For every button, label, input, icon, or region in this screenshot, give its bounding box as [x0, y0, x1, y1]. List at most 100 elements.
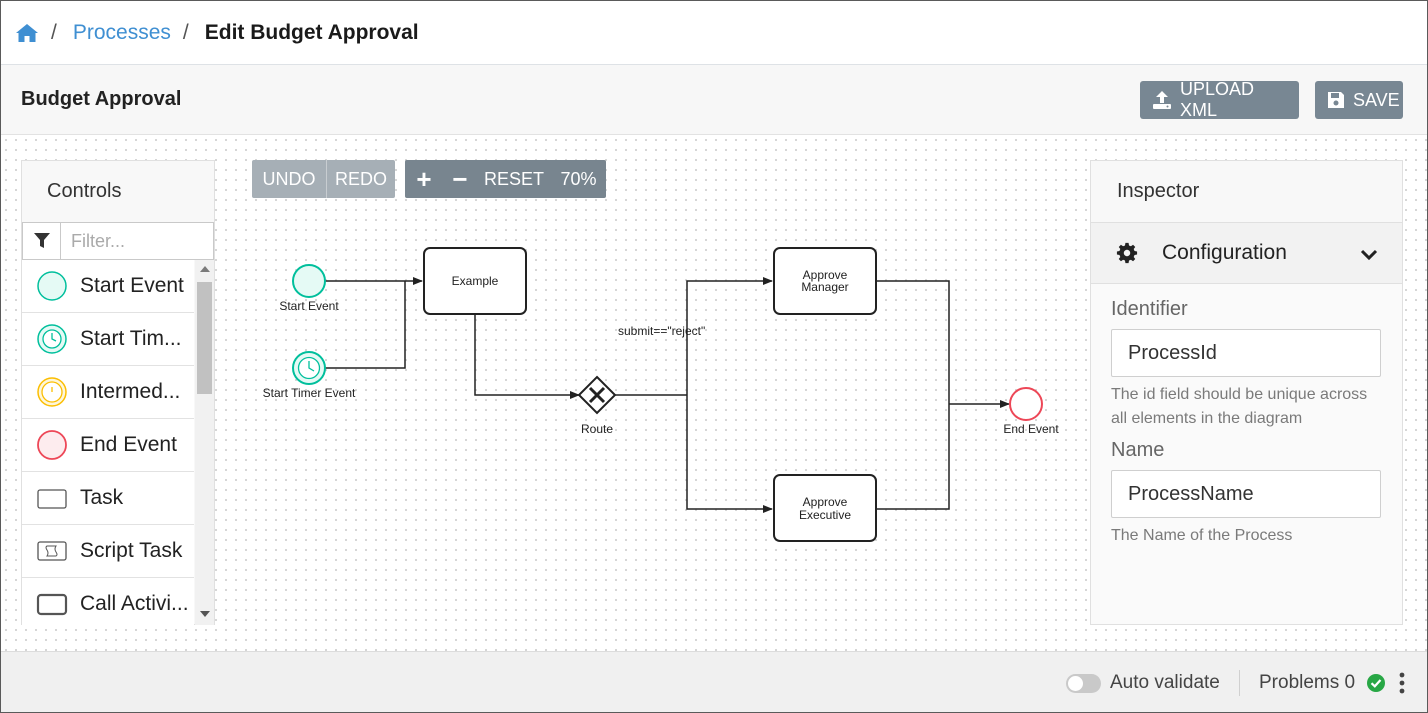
task-approve-manager-line2: Manager	[801, 280, 848, 294]
save-icon	[1327, 91, 1345, 109]
scroll-thumb[interactable]	[197, 282, 212, 394]
save-label: SAVE	[1353, 89, 1400, 110]
zoom-level: 70%	[560, 168, 597, 189]
home-icon[interactable]	[15, 23, 39, 43]
undo-button[interactable]: UNDO	[252, 160, 327, 198]
task-approve-manager-line1: Approve	[803, 268, 848, 282]
configuration-accordion[interactable]: Configuration	[1091, 223, 1402, 284]
page-title: Budget Approval	[21, 88, 182, 110]
title-bar: Budget Approval UPLOAD XML SAVE	[1, 65, 1427, 135]
control-item-label: Script Task	[80, 539, 183, 562]
start-timer-event-icon	[36, 323, 68, 355]
inspector-body: Identifier ProcessId The id field should…	[1091, 284, 1402, 624]
scroll-down-arrow[interactable]	[200, 611, 210, 617]
flow-manager-to-end[interactable]	[877, 280, 950, 404]
task-approve-executive-node[interactable]	[773, 474, 877, 542]
flow-timer-to-example[interactable]	[325, 281, 406, 369]
sequence-flows	[325, 277, 1010, 513]
control-item-task[interactable]: Task	[22, 472, 194, 525]
gear-icon	[1116, 242, 1138, 264]
start-event-icon	[36, 270, 68, 302]
more-options-icon[interactable]	[1398, 672, 1406, 699]
check-circle-icon	[1367, 674, 1385, 697]
control-item-start-timer-event[interactable]: Start Tim...	[22, 313, 194, 366]
redo-button[interactable]: REDO	[334, 168, 387, 189]
upload-xml-button[interactable]: UPLOAD XML	[1140, 79, 1299, 120]
bpmn-diagram: Start Event Start Timer Event Example Ro…	[263, 247, 1059, 542]
controls-title: Controls	[47, 179, 122, 202]
filter-box	[22, 222, 214, 260]
exclusive-gateway-node[interactable]	[577, 375, 617, 415]
control-item-end-event[interactable]: End Event	[22, 419, 194, 472]
control-item-label: Intermed...	[80, 380, 181, 403]
intermediate-event-icon	[36, 376, 68, 408]
breadcrumb-processes-link[interactable]: Processes	[72, 20, 171, 44]
scroll-up-arrow[interactable]	[200, 266, 210, 272]
end-event-node[interactable]	[1009, 387, 1043, 421]
configuration-label: Configuration	[1162, 241, 1287, 264]
end-event-label: End Event	[1003, 422, 1059, 436]
identifier-help: The id field should be unique across all…	[1111, 386, 1368, 427]
control-item-start-event[interactable]: Start Event	[22, 260, 194, 313]
identifier-input[interactable]: ProcessId	[1111, 329, 1381, 377]
zoom-in-button[interactable]: +	[416, 163, 432, 194]
start-timer-event-node[interactable]	[292, 351, 326, 385]
control-item-script-task[interactable]: Script Task	[22, 525, 194, 578]
control-item-label: Task	[80, 486, 124, 509]
start-event-node[interactable]	[292, 264, 326, 298]
breadcrumb: / Processes / Edit Budget Approval	[1, 1, 1427, 65]
status-divider	[1239, 670, 1240, 696]
controls-panel: Controls Start Event Sta	[21, 160, 215, 625]
chevron-down-icon[interactable]	[1360, 243, 1378, 267]
task-example-node[interactable]	[423, 247, 527, 315]
control-item-call-activity[interactable]: Call Activi...	[22, 578, 194, 625]
start-event-label: Start Event	[279, 299, 339, 313]
history-toolbar: UNDO REDO	[252, 160, 395, 198]
start-timer-event-label: Start Timer Event	[263, 386, 356, 400]
breadcrumb-current: Edit Budget Approval	[204, 20, 419, 44]
controls-scrollbar[interactable]	[195, 260, 214, 625]
modeler-canvas[interactable]: Start Event Start Timer Event Example Ro…	[1, 135, 1427, 651]
flow-condition-label[interactable]: submit=="reject"	[618, 324, 705, 338]
task-approve-executive-line2: Executive	[799, 508, 851, 522]
reset-zoom-button[interactable]: RESET	[483, 168, 544, 189]
zoom-out-button[interactable]: −	[452, 163, 468, 194]
breadcrumb-separator: /	[51, 20, 57, 44]
filter-icon	[23, 223, 61, 259]
toggle-knob	[1068, 676, 1083, 691]
task-icon	[36, 482, 68, 514]
task-approve-executive-line1: Approve	[803, 495, 848, 509]
task-approve-manager-node[interactable]	[773, 247, 877, 315]
control-item-label: End Event	[80, 433, 177, 456]
flow-route-to-manager[interactable]	[686, 277, 773, 395]
flow-example-to-route[interactable]	[474, 314, 580, 399]
save-button[interactable]: SAVE	[1315, 81, 1403, 119]
auto-validate-toggle[interactable]	[1066, 674, 1101, 693]
control-item-label: Start Tim...	[80, 327, 182, 350]
controls-list: Start Event Start Tim... Intermed...	[22, 260, 194, 625]
flow-route-to-executive[interactable]	[686, 395, 773, 513]
flow-executive-to-end[interactable]	[877, 404, 950, 510]
name-input[interactable]: ProcessName	[1111, 470, 1381, 518]
auto-validate-label: Auto validate	[1110, 672, 1220, 693]
control-item-intermediate-event[interactable]: Intermed...	[22, 366, 194, 419]
upload-icon	[1152, 90, 1172, 110]
upload-xml-label: UPLOAD XML	[1180, 79, 1255, 120]
control-item-label: Start Event	[80, 274, 184, 297]
end-event-icon	[36, 429, 68, 461]
identifier-label: Identifier	[1111, 298, 1188, 320]
name-label: Name	[1111, 439, 1165, 461]
task-example-label: Example	[452, 274, 499, 288]
breadcrumb-separator: /	[182, 20, 189, 44]
gateway-label: Route	[581, 422, 613, 436]
status-bar: Auto validate Problems 0	[1, 651, 1427, 712]
name-help: The Name of the Process	[1111, 527, 1293, 544]
call-activity-icon	[36, 588, 68, 620]
filter-input[interactable]	[61, 230, 211, 252]
inspector-panel: Inspector Configuration Identifier Proce…	[1090, 160, 1403, 625]
script-task-icon	[36, 535, 68, 567]
zoom-toolbar: + − RESET 70%	[405, 160, 606, 198]
problems-count[interactable]: Problems 0	[1259, 672, 1356, 693]
inspector-title: Inspector	[1091, 161, 1402, 223]
